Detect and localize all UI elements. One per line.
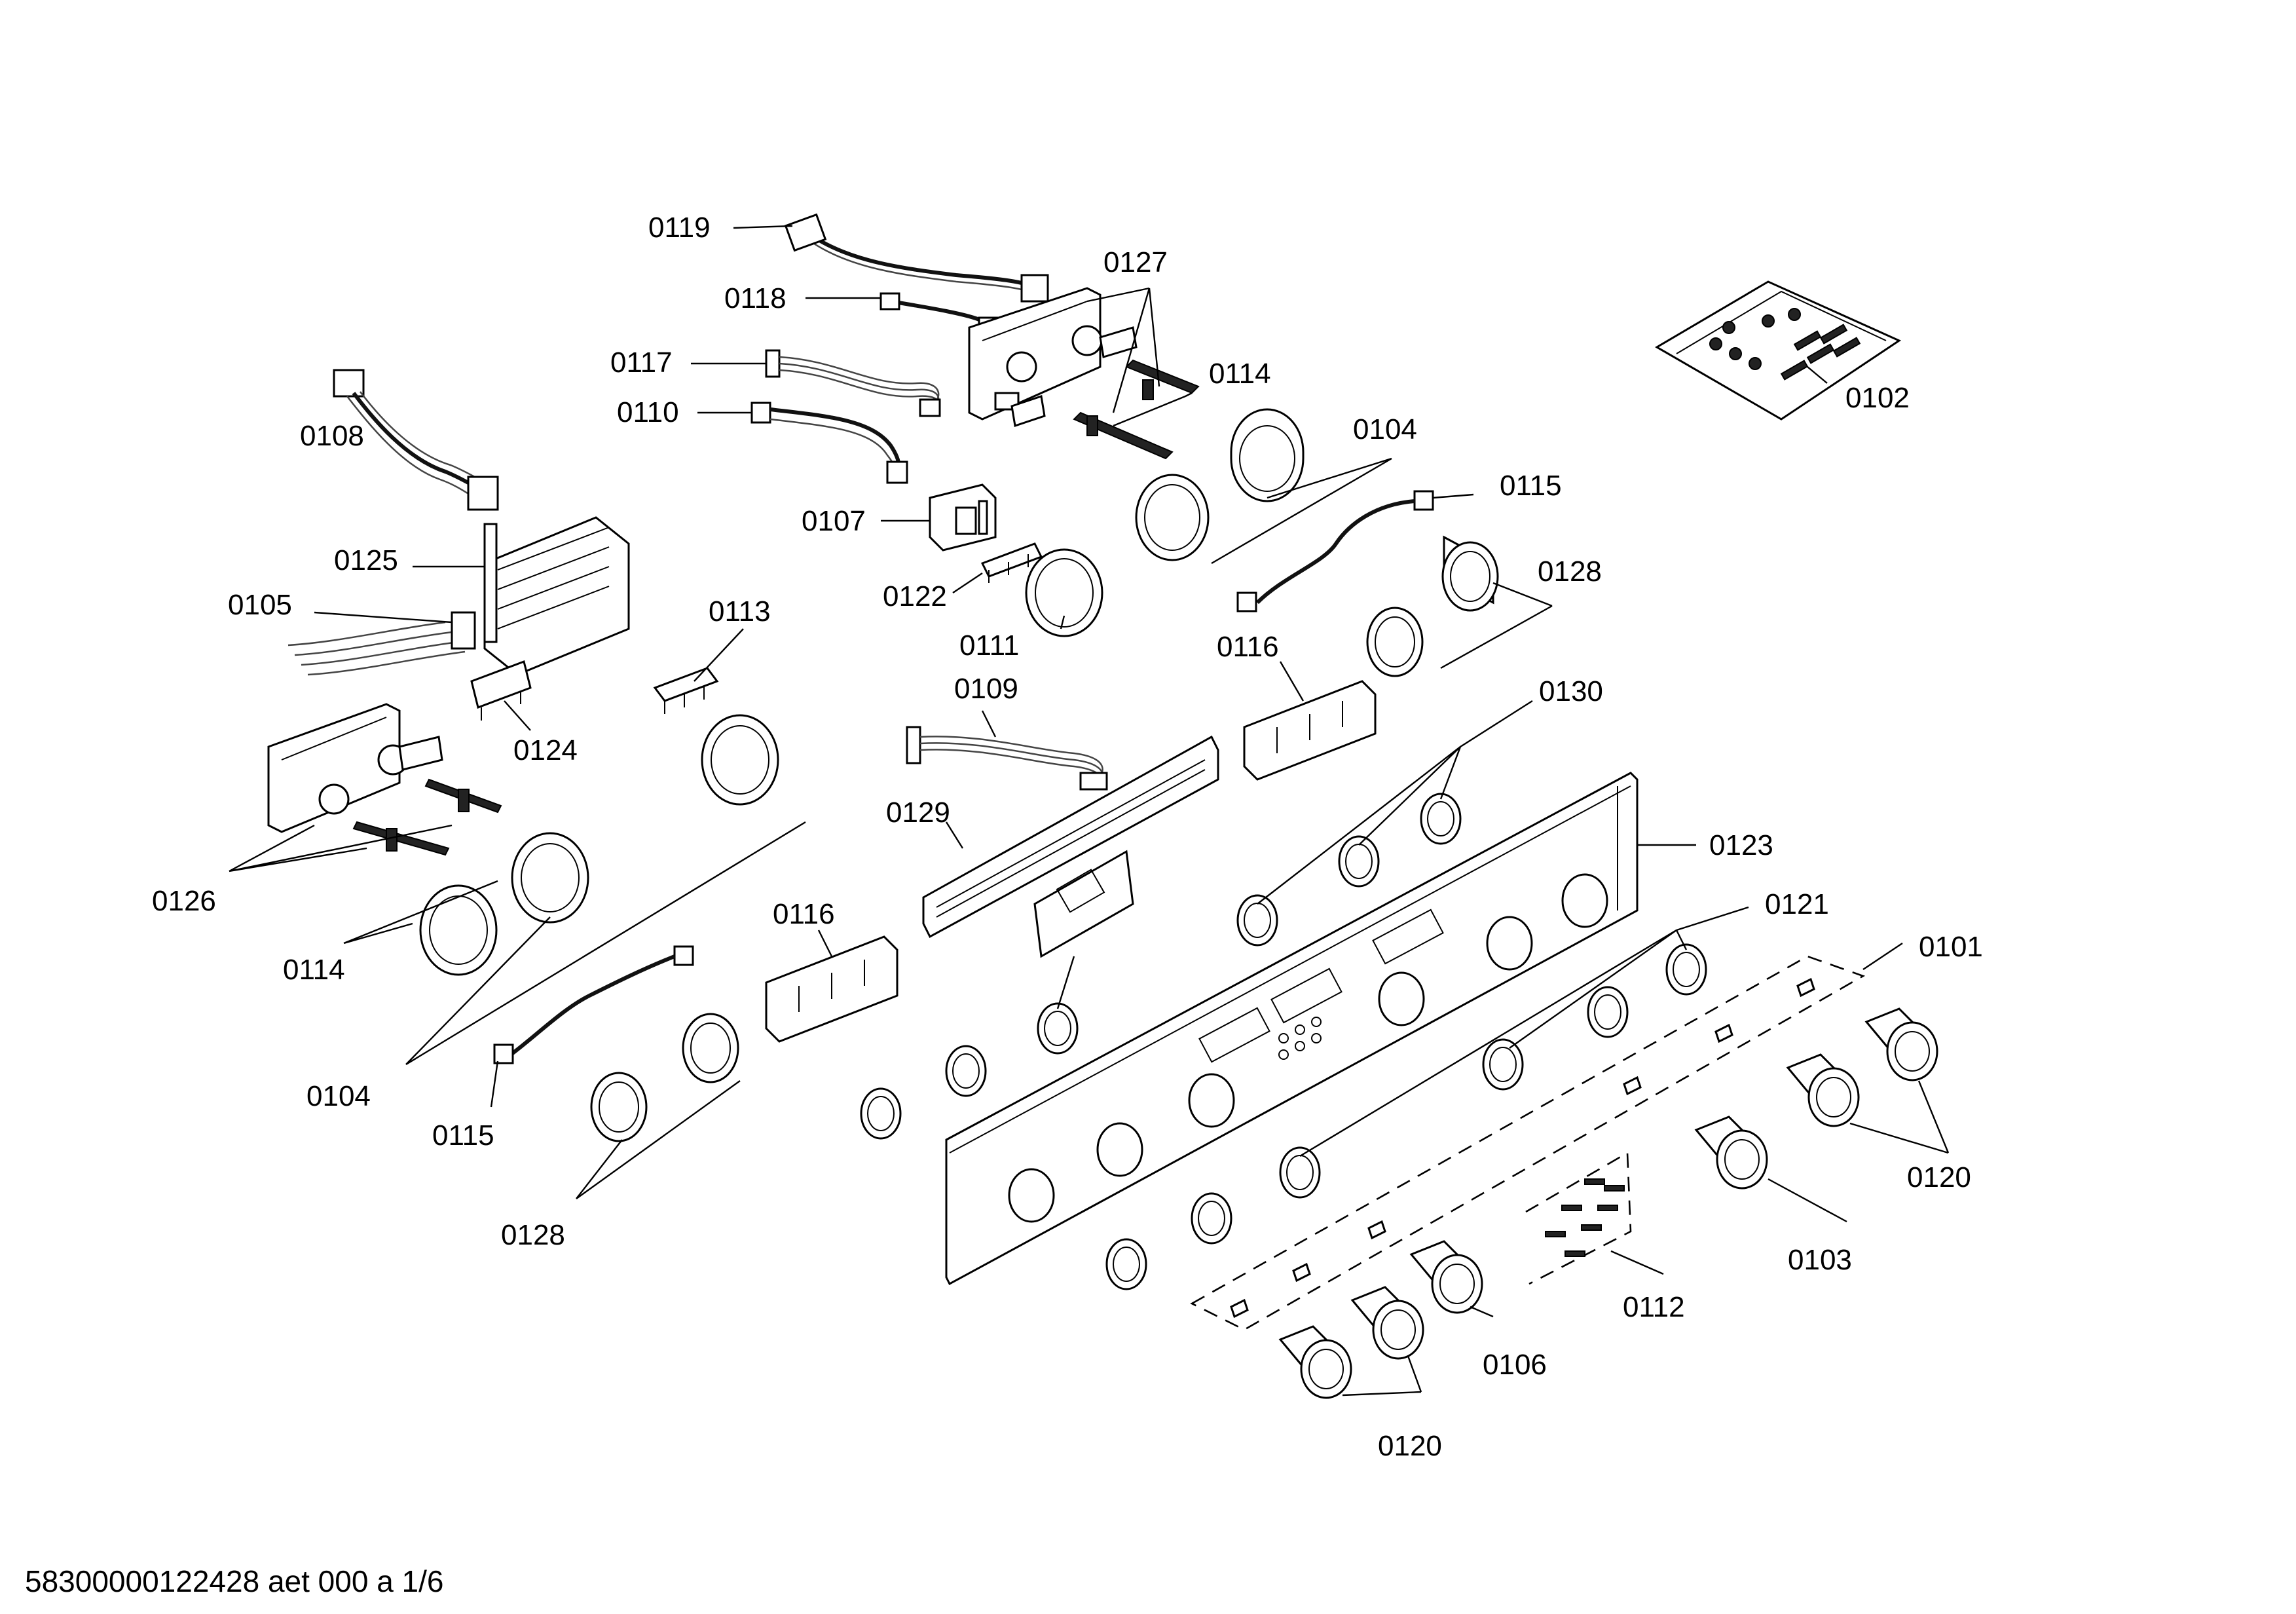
cylinder-0128-lower-b [590,1072,648,1142]
cylinder-0104-lower-a [701,714,779,806]
cylinder-0128-lower-a [682,1013,739,1083]
label-0115-upper: 0115 [1500,470,1562,502]
control-panel-0123 [945,772,1639,1286]
bracket-0122 [980,542,1043,583]
knob-0120-upper-b [1786,1053,1860,1127]
harness-0110 [750,402,908,484]
wires-0105 [287,611,476,676]
drawing-id: 58300000122428 aet 000 a 1/6 [25,1564,444,1598]
bracket-0124 [470,660,532,721]
label-0106: 0106 [1483,1349,1547,1381]
label-0130: 0130 [1539,675,1603,707]
rings-0130 [860,793,1462,1140]
bracket-0113 [653,667,719,714]
label-0111: 0111 [959,629,1019,662]
label-0120-lower: 0120 [1378,1430,1442,1462]
cylinder-0104-upper-a [1230,408,1305,502]
label-0115-lower: 0115 [432,1119,494,1152]
label-0126: 0126 [152,885,216,917]
label-0129: 0129 [886,797,950,829]
label-0117: 0117 [610,347,673,379]
board-0125 [483,516,630,676]
label-0114-lower: 0114 [283,954,345,986]
knob-0120-upper-a [1864,1007,1938,1081]
connector-0107 [929,483,997,552]
label-0107: 0107 [802,505,866,537]
switch-module-upper [968,287,1138,427]
switch-module-left [267,703,443,833]
label-0125: 0125 [334,544,398,576]
wire-0115-lower [493,945,694,1064]
harness-0117 [765,349,941,417]
harness-0108 [333,369,499,511]
cylinder-0104-upper-b [1135,474,1210,561]
cylinder-0104-lower-c [419,884,498,976]
cylinder-0128-upper-a [1441,535,1499,612]
label-0120-upper: 0120 [1907,1161,1971,1193]
holder-0116-lower [765,935,898,1043]
actuator-0114-left [352,778,502,856]
label-0108: 0108 [300,420,364,452]
leader-lines [229,225,1950,1397]
label-0104-upper: 0104 [1353,413,1417,445]
label-0103: 0103 [1788,1244,1852,1276]
knob-0106 [1409,1240,1483,1314]
label-0116-lower: 0116 [773,898,835,930]
cylinder-0128-upper-b [1366,607,1424,677]
label-0127: 0127 [1103,246,1168,278]
label-0101: 0101 [1919,931,1983,963]
label-0116-upper: 0116 [1217,631,1279,663]
label-0123: 0123 [1709,829,1773,861]
display-bracket-0129 [922,735,1219,958]
label-0114-upper: 0114 [1209,358,1271,390]
screw-packet-0102 [1655,280,1902,421]
cylinder-0111 [1025,548,1103,637]
label-0102: 0102 [1845,382,1910,414]
label-0105: 0105 [228,589,292,621]
label-0122: 0122 [883,580,947,612]
label-0112: 0112 [1623,1291,1685,1323]
label-0113: 0113 [709,595,771,628]
label-0109: 0109 [954,673,1018,705]
label-0110: 0110 [617,396,679,428]
actuator-0114-upper [1073,359,1200,460]
wire-0115-upper [1236,490,1434,612]
knob-0120-lower-b [1278,1325,1352,1399]
label-0104-lower: 0104 [306,1080,371,1112]
label-0128-lower: 0128 [501,1219,565,1251]
knob-0103 [1694,1116,1768,1190]
rings-0121 [1105,943,1707,1290]
label-0128-upper: 0128 [1538,555,1602,588]
part-labels: 0119 0118 0127 0117 0114 0110 0108 0104 … [152,212,1983,1462]
holder-0116-upper [1243,680,1377,781]
knob-0120-lower-a [1350,1286,1424,1360]
label-0124: 0124 [513,734,578,766]
harness-0119 [784,213,1049,303]
label-0118: 0118 [724,282,787,314]
label-0121: 0121 [1765,888,1829,920]
screw-group-0112 [1525,1151,1632,1285]
label-0119: 0119 [648,212,711,244]
cylinder-0104-lower-b [511,832,589,924]
harness-0109 [906,726,1108,791]
symbol-strip-0101 [1190,955,1866,1331]
